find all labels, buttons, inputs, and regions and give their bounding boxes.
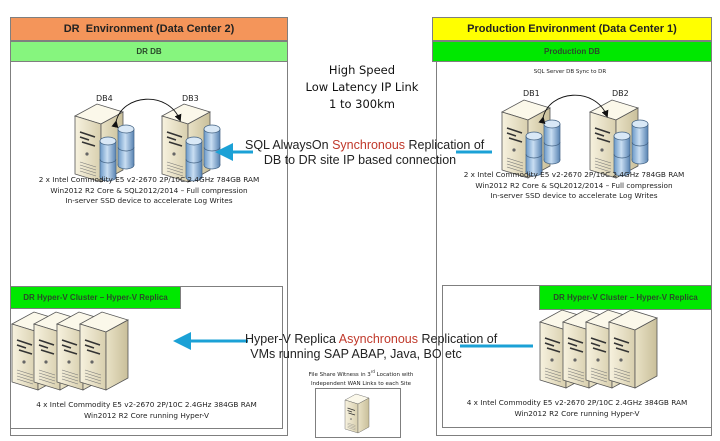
dr-db-spec-line: In-server SSD device to accelerate Log W…	[65, 196, 233, 205]
witness-server-icon	[344, 393, 370, 434]
sql-replication-mode: Synchronous	[332, 138, 406, 152]
dr-db-spec-line: 2 x Intel Commodity E5 v2-2670 2P/10C 2.…	[38, 175, 260, 184]
dr-cluster-spec-line: Win2012 R2 Core running Hyper-V	[84, 410, 209, 420]
sql-replication-label: SQL AlwaysOn Synchronous Replication of …	[245, 138, 484, 168]
hyperv-replication-line2: VMs running SAP ABAP, Java, BO etc	[250, 347, 462, 361]
link-line: 1 to 300km	[329, 97, 395, 111]
server-label-db3: DB3	[182, 94, 199, 103]
dr-db-label: DR DB	[136, 47, 162, 56]
prod-hyperv-cluster-label: DR Hyper-V Cluster – Hyper-V Replica	[553, 293, 698, 302]
sql-replication-line2: DB to DR site IP based connection	[263, 153, 457, 167]
prod-environment-header: Production Environment (Data Center 1)	[432, 17, 712, 41]
prod-cluster-spec-line: Win2012 R2 Core running Hyper-V	[514, 408, 640, 418]
prod-environment-title: Production Environment (Data Center 1)	[467, 23, 677, 35]
dr-environment-title: DR Environment (Data Center 2)	[63, 23, 235, 35]
dr-hyperv-cluster-header: DR Hyper-V Cluster – Hyper-V Replica	[10, 286, 181, 309]
prod-db-spec-line: In-server SSD device to accelerate Log W…	[490, 191, 658, 200]
dr-cluster-specs: 4 x Intel Commodity E5 v2-2670 2P/10C 2.…	[10, 400, 283, 421]
dr-cluster-spec-line: 4 x Intel Commodity E5 v2-2670 2P/10C 2.…	[36, 400, 257, 409]
hyperv-replication-prefix: Hyper-V Replica	[245, 332, 339, 346]
server-label-db1: DB1	[523, 89, 540, 98]
dr-db-sync-arrow-icon	[111, 98, 182, 129]
witness-line2: Independent WAN Links to each Site	[310, 380, 412, 387]
link-line: High Speed	[328, 63, 396, 77]
witness-text: Location with	[374, 371, 414, 378]
prod-db-sync-arrow-icon	[538, 94, 609, 125]
dr-db-spec-line: Win2012 R2 Core & SQL2012/2014 – Full co…	[50, 185, 248, 195]
prod-db-spec-line: Win2012 R2 Core & SQL2012/2014 – Full co…	[475, 180, 673, 190]
prod-cluster-specs: 4 x Intel Commodity E5 v2-2670 2P/10C 2.…	[442, 398, 712, 419]
dr-environment-header: DR Environment (Data Center 2)	[10, 17, 288, 41]
prod-db-specs: 2 x Intel Commodity E5 v2-2670 2P/10C 2.…	[436, 170, 712, 202]
sql-replication-suffix: Replication of	[405, 138, 485, 152]
prod-db-spec-line: 2 x Intel Commodity E5 v2-2670 2P/10C 2.…	[463, 170, 685, 179]
hyperv-replication-suffix: Replication of	[418, 332, 498, 346]
file-share-witness-label: File Share Witness in 3rd Location with …	[296, 367, 426, 389]
link-description: High Speed Low Latency IP Link 1 to 300k…	[288, 62, 436, 113]
hyperv-replication-mode: Asynchronous	[338, 332, 419, 346]
server-label-db4: DB4	[96, 94, 113, 103]
server-label-db2: DB2	[612, 89, 629, 98]
link-line: Low Latency IP Link	[305, 80, 419, 94]
dr-hyperv-cluster-label: DR Hyper-V Cluster – Hyper-V Replica	[23, 293, 168, 302]
sql-sync-note: SQL Server DB Sync to DR	[533, 69, 607, 75]
prod-cluster-spec-line: 4 x Intel Commodity E5 v2-2670 2P/10C 2.…	[466, 398, 688, 407]
dr-db-specs: 2 x Intel Commodity E5 v2-2670 2P/10C 2.…	[10, 175, 288, 207]
prod-hyperv-cluster-header: DR Hyper-V Cluster – Hyper-V Replica	[539, 285, 712, 310]
prod-db-header: Production DB	[432, 41, 712, 62]
dr-db-header: DR DB	[10, 41, 288, 62]
witness-text: File Share Witness in 3	[308, 371, 371, 378]
sql-replication-prefix: SQL AlwaysOn	[245, 138, 333, 152]
witness-sup: rd	[370, 369, 375, 374]
hyperv-replication-label: Hyper-V Replica Asynchronous Replication…	[245, 332, 497, 362]
prod-db-label: Production DB	[544, 47, 600, 56]
